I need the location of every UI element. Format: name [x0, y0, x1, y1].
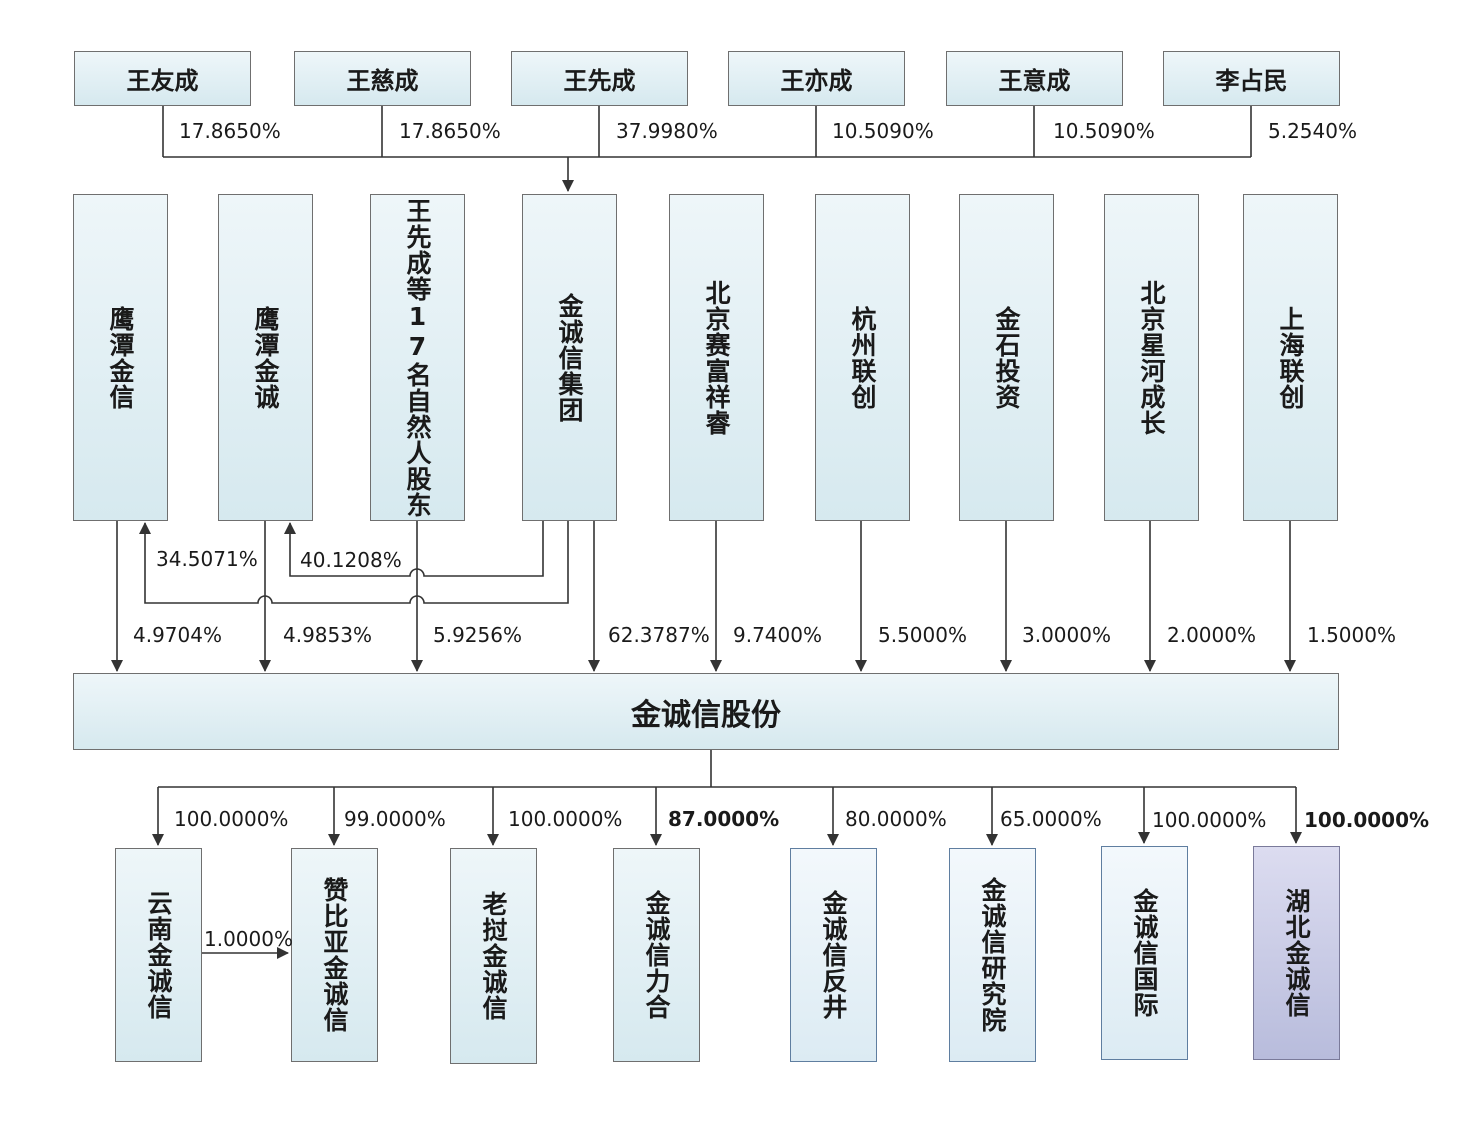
shareholder-box: 李占民: [1163, 51, 1340, 106]
shareholder-box: 王友成: [74, 51, 251, 106]
investor-box: 杭州联创: [815, 194, 910, 521]
investor-box: 北京星河成长: [1104, 194, 1199, 521]
group-stake-pct: 40.1208%: [300, 548, 402, 572]
subsidiary-box: 老挝金诚信: [450, 848, 537, 1064]
investor-box: 鹰潭金信: [73, 194, 168, 521]
shareholder-name: 王友成: [126, 67, 199, 95]
shareholder-name: 王慈成: [346, 67, 419, 95]
subsidiary-name: 云南金诚信: [144, 890, 173, 1020]
investor-pct: 1.5000%: [1307, 623, 1396, 647]
shareholder-box: 王亦成: [728, 51, 905, 106]
cross-holding-pct: 1.0000%: [204, 927, 293, 951]
subsidiary-pct: 80.0000%: [845, 807, 947, 831]
investor-pct: 4.9704%: [133, 623, 222, 647]
shareholder-pct: 17.8650%: [399, 119, 501, 143]
investor-pct: 9.7400%: [733, 623, 822, 647]
investor-box: 上海联创: [1243, 194, 1338, 521]
subsidiary-box: 金诚信研究院: [949, 848, 1036, 1062]
shareholder-pct: 37.9980%: [616, 119, 718, 143]
shareholder-name: 李占民: [1215, 67, 1288, 95]
investor-name: 杭州联创: [848, 305, 877, 410]
subsidiary-name: 金诚信研究院: [978, 877, 1007, 1033]
shareholder-box: 王慈成: [294, 51, 471, 106]
subsidiary-box: 赞比亚金诚信: [291, 848, 378, 1062]
subsidiary-pct: 100.0000%: [1304, 808, 1430, 832]
shareholder-pct: 17.8650%: [179, 119, 281, 143]
investor-name: 上海联创: [1276, 305, 1305, 410]
subsidiary-pct: 87.0000%: [668, 807, 780, 831]
investor-name: 王先成等17名自然人股东: [403, 197, 432, 518]
subsidiary-pct: 100.0000%: [508, 807, 623, 831]
subsidiary-box: 云南金诚信: [115, 848, 202, 1062]
investor-pct: 5.5000%: [878, 623, 967, 647]
shareholder-name: 王先成: [563, 67, 636, 95]
subsidiary-name: 金诚信国际: [1130, 888, 1159, 1018]
subsidiary-pct: 100.0000%: [174, 807, 289, 831]
subsidiary-name: 老挝金诚信: [479, 891, 508, 1021]
investor-name: 金石投资: [992, 305, 1021, 410]
company-name: 金诚信股份: [631, 697, 781, 733]
investor-name: 北京赛富祥睿: [702, 279, 731, 436]
investor-pct: 4.9853%: [283, 623, 372, 647]
group-stake-pct: 34.5071%: [156, 547, 258, 571]
investor-name: 鹰潭金信: [106, 305, 135, 410]
subsidiary-name: 湖北金诚信: [1282, 888, 1311, 1018]
subsidiary-name: 金诚信反井: [819, 890, 848, 1020]
subsidiary-box: 湖北金诚信: [1253, 846, 1340, 1060]
subsidiary-box: 金诚信反井: [790, 848, 877, 1062]
shareholder-box: 王先成: [511, 51, 688, 106]
shareholder-pct: 5.2540%: [1268, 119, 1357, 143]
investor-box: 金石投资: [959, 194, 1054, 521]
investor-name: 金诚信集团: [555, 292, 584, 423]
subsidiary-name: 赞比亚金诚信: [320, 877, 349, 1033]
investor-pct: 3.0000%: [1022, 623, 1111, 647]
subsidiary-pct: 65.0000%: [1000, 807, 1102, 831]
investor-box: 王先成等17名自然人股东: [370, 194, 465, 521]
investor-pct: 5.9256%: [433, 623, 522, 647]
subsidiary-box: 金诚信国际: [1101, 846, 1188, 1060]
investor-pct: 62.3787%: [608, 623, 710, 647]
shareholder-pct: 10.5090%: [1053, 119, 1155, 143]
investor-name: 鹰潭金诚: [251, 305, 280, 410]
shareholder-name: 王亦成: [780, 67, 853, 95]
shareholder-box: 王意成: [946, 51, 1123, 106]
shareholder-name: 王意成: [998, 67, 1071, 95]
investor-pct: 2.0000%: [1167, 623, 1256, 647]
investor-name: 北京星河成长: [1137, 279, 1166, 436]
subsidiary-pct: 99.0000%: [344, 807, 446, 831]
investor-box: 鹰潭金诚: [218, 194, 313, 521]
subsidiary-box: 金诚信力合: [613, 848, 700, 1062]
subsidiary-pct: 100.0000%: [1152, 808, 1267, 832]
company-box: 金诚信股份: [73, 673, 1339, 750]
shareholder-pct: 10.5090%: [832, 119, 934, 143]
investor-box: 北京赛富祥睿: [669, 194, 764, 521]
investor-box: 金诚信集团: [522, 194, 617, 521]
subsidiary-name: 金诚信力合: [642, 890, 671, 1020]
